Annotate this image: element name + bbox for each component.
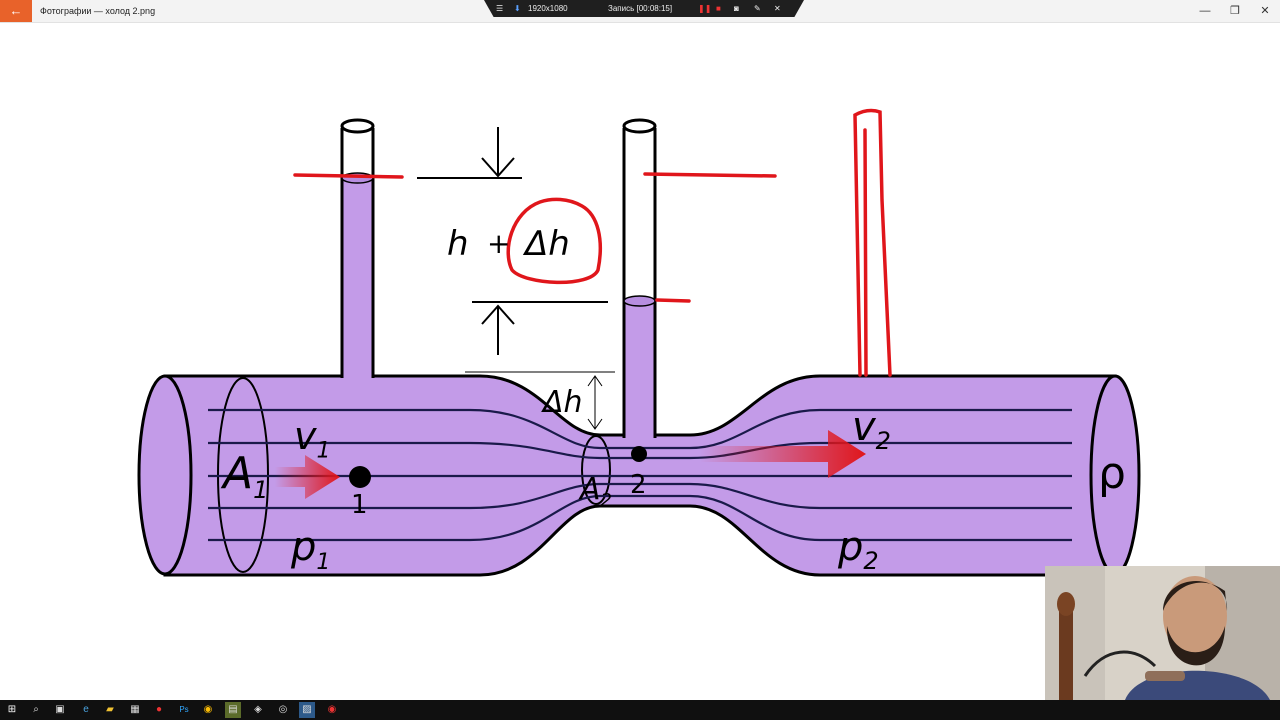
point-2-marker [631,446,647,462]
pen-icon[interactable]: ✎ [754,4,761,13]
webcam-image [1045,566,1280,700]
recorder-bar: ☰ ⬇ 1920x1080 Запись [00:08:15] ❚❚ ■ ◙ ✎… [484,0,804,17]
delta-h-side-label: Δh [543,385,583,420]
windows-icon[interactable]: ⊞ [7,704,17,715]
left-tube-fluid [342,175,373,378]
delta-h-circle [506,197,602,285]
v2-arrow [700,430,866,478]
app-icon[interactable]: ▤ [225,702,241,718]
close-button[interactable]: ✕ [1260,5,1270,17]
record-icon[interactable]: ● [155,704,163,715]
taskbar: ⊞ ⌕ ▣ e ▰ ▦ ● Ps ◉ ▤ ◈ ◎ ▨ ◉ [0,700,1280,720]
a2-cross-section [581,435,611,505]
photoshop-icon[interactable]: Ps [179,705,189,714]
rho-label: ρ [1098,448,1126,499]
stop-icon[interactable]: ■ [716,4,721,13]
calculator-icon[interactable]: ▦ [130,704,140,715]
left-end-face [137,374,193,576]
edge-icon[interactable]: e [83,704,89,715]
arrow-left-icon: ← [9,3,23,18]
explorer-icon[interactable]: ▰ [106,704,114,715]
venturi-figure: h + Δh Δh A1 A2 v1 v2 p1 p2 1 2 ρ [0,22,1280,700]
obs-icon[interactable]: ◎ [278,704,288,715]
window-title: Фотографии — холод 2.png [40,6,156,16]
v1-arrow [275,455,340,499]
a1-label: A1 [223,448,269,504]
point-1-marker [349,466,371,488]
delta-h-top-label: Δh [525,224,570,264]
a2-label: A2 [580,472,612,511]
pin-icon[interactable]: ⬇ [514,4,521,13]
camera-icon[interactable]: ◙ [734,4,739,13]
davinci-icon[interactable]: ◈ [254,704,262,715]
restore-button[interactable]: ❐ [1230,5,1240,17]
height-dimension [417,127,615,430]
chrome-icon[interactable]: ◉ [203,704,213,715]
left-tube-top [340,118,375,134]
task-view-icon[interactable]: ▣ [55,704,65,715]
point-1-label: 1 [351,490,368,520]
menu-icon[interactable]: ☰ [496,4,504,13]
v2-label: v2 [852,404,891,455]
open-tube-sketch [853,108,892,377]
p1-label: p1 [291,524,331,575]
middle-level-mark [655,298,691,303]
record-icon-2[interactable]: ◉ [327,704,337,715]
search-icon[interactable]: ⌕ [33,704,39,715]
pause-icon[interactable]: ❚❚ [698,4,712,13]
plus-label: + [487,227,511,260]
minimize-button[interactable]: — [1199,5,1211,17]
h-label: h [447,224,469,264]
red-annotations [293,108,892,377]
right-level-mark [643,172,777,178]
resolution-label: 1920x1080 [528,4,568,13]
middle-tube-top [622,118,657,134]
recording-status: Запись [00:08:15] [608,4,673,13]
close-recorder-icon[interactable]: ✕ [774,4,781,13]
p2-label: p2 [838,524,879,575]
point-2-label: 2 [630,470,647,500]
middle-tube-fluid [624,301,655,438]
v1-label: v1 [294,414,331,464]
venturi-diagram [137,108,1141,577]
back-button[interactable]: ← [0,0,32,22]
photos-icon[interactable]: ▨ [299,702,315,718]
webcam-overlay [1045,566,1280,700]
left-level-mark [293,173,404,179]
